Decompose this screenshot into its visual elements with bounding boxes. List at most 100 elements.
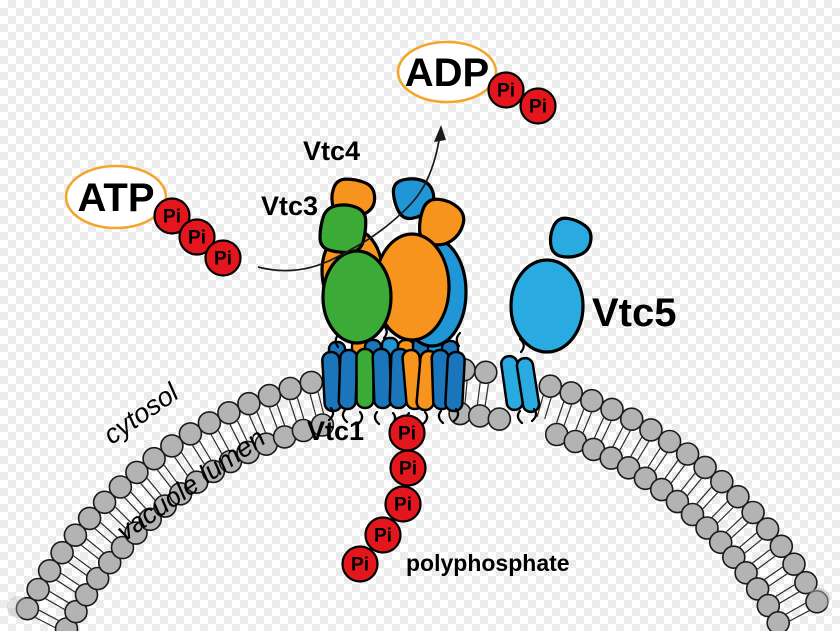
lipid-tail bbox=[288, 400, 297, 422]
pi-label: Pi bbox=[163, 207, 181, 228]
lipid-head-outer bbox=[217, 400, 241, 425]
lipid-tail bbox=[109, 512, 126, 529]
lipid-head-outer bbox=[160, 434, 184, 458]
lipid-head-outer bbox=[50, 540, 74, 565]
lipid-tail bbox=[556, 401, 565, 423]
lipid-tail bbox=[711, 501, 728, 518]
lipid-tail bbox=[612, 426, 624, 447]
pi-molecule bbox=[364, 516, 402, 554]
label-atp: ATP bbox=[77, 176, 154, 220]
lipid-tail bbox=[181, 452, 195, 472]
lipid-tail bbox=[664, 460, 679, 479]
lipid-head-outer bbox=[26, 577, 50, 602]
lipid-head-outer bbox=[92, 490, 117, 515]
lipid-head-inner bbox=[766, 611, 790, 631]
lipid-head-outer bbox=[794, 570, 818, 595]
lipid-tail bbox=[686, 478, 702, 496]
lipid-tails bbox=[35, 380, 810, 629]
lipid-head-outer bbox=[639, 418, 663, 442]
loop-bottom bbox=[356, 410, 364, 426]
lipid-head-inner bbox=[734, 560, 758, 585]
lipid-tail bbox=[35, 616, 56, 629]
lipid-head-inner bbox=[487, 407, 512, 431]
lipid-tail bbox=[248, 415, 259, 436]
lipid-head-inner bbox=[745, 577, 770, 601]
lipid-head-inner bbox=[467, 404, 492, 428]
lipid-head-outer bbox=[37, 558, 62, 583]
pi-molecule bbox=[178, 218, 216, 256]
lipid-tail bbox=[38, 609, 59, 622]
lipid-head-outer bbox=[142, 446, 166, 471]
lipid-head-inner bbox=[616, 455, 641, 480]
lipid-head-outer bbox=[782, 552, 806, 577]
lipid-tail bbox=[268, 407, 278, 429]
lipid-tail bbox=[73, 555, 92, 570]
lipid-tail bbox=[725, 516, 743, 533]
lipid-head-inner bbox=[110, 535, 135, 560]
pi-label: Pi bbox=[394, 495, 412, 516]
lipid-tail bbox=[601, 420, 612, 442]
lipid-head-inner bbox=[665, 489, 690, 514]
pi-label: Pi bbox=[399, 459, 417, 480]
lipid-head-outer bbox=[709, 469, 734, 494]
lipid-tail bbox=[654, 452, 668, 472]
lipid-head-outer bbox=[657, 429, 682, 454]
lipid-tail bbox=[45, 598, 65, 611]
lipid-tail bbox=[563, 404, 573, 426]
pi-label: Pi bbox=[529, 97, 547, 118]
lipid-head-outer bbox=[108, 475, 133, 499]
lipid-tail bbox=[114, 506, 132, 524]
lipid-tail bbox=[199, 440, 212, 461]
lipid-tail bbox=[146, 477, 162, 496]
lipid-tail bbox=[217, 430, 230, 451]
loop-bottom bbox=[530, 407, 538, 423]
lipid-tail bbox=[619, 430, 631, 451]
lipid-tail bbox=[476, 382, 481, 405]
lipid-tail bbox=[731, 522, 749, 539]
label-polyphosphate: polyphosphate bbox=[406, 550, 570, 576]
reaction-arrowhead bbox=[434, 125, 446, 142]
pi-label: Pi bbox=[497, 81, 515, 102]
pi-molecule bbox=[153, 197, 191, 235]
tm-helix bbox=[355, 347, 375, 410]
lipid-head-outer bbox=[237, 391, 261, 416]
lipid-tail bbox=[100, 522, 118, 538]
lipid-head-inner bbox=[633, 466, 658, 491]
lipid-tail bbox=[309, 393, 317, 416]
pi-molecule bbox=[519, 87, 557, 125]
lipid-tail bbox=[174, 456, 188, 476]
lipid-head-outer bbox=[579, 388, 604, 413]
lipid-head-outer bbox=[125, 460, 149, 485]
lipid-tail bbox=[236, 420, 248, 442]
lipid-tail bbox=[464, 381, 468, 404]
lipid-head-outer bbox=[63, 523, 88, 548]
lipid-tail bbox=[752, 549, 771, 564]
lipid-tail bbox=[68, 562, 87, 576]
lipid-tail bbox=[256, 411, 267, 433]
pi-molecule bbox=[487, 71, 525, 109]
lipid-head-outer bbox=[257, 383, 282, 408]
lipid-tail bbox=[779, 591, 800, 604]
lipid-head-inner bbox=[721, 545, 746, 570]
lipid-head-inner bbox=[184, 470, 209, 495]
lipid-head-outer bbox=[755, 517, 780, 541]
pi-label: Pi bbox=[351, 555, 369, 576]
lipid-head-outer bbox=[15, 596, 40, 621]
protein-bodies bbox=[318, 177, 593, 354]
lipid-tail bbox=[156, 469, 172, 488]
label-vtc1: Vtc1 bbox=[307, 416, 364, 446]
lipid-head-inner bbox=[138, 507, 162, 532]
lipid-head-inner bbox=[124, 521, 148, 545]
lipid-head-outer bbox=[538, 374, 563, 399]
lipid-head-inner bbox=[85, 566, 110, 591]
lipid-head-outer bbox=[559, 381, 584, 405]
lipid-head-outer bbox=[299, 370, 324, 395]
lipid-tail bbox=[756, 555, 776, 570]
lipid-tail bbox=[702, 492, 719, 510]
lipid-head-outer bbox=[741, 500, 765, 525]
